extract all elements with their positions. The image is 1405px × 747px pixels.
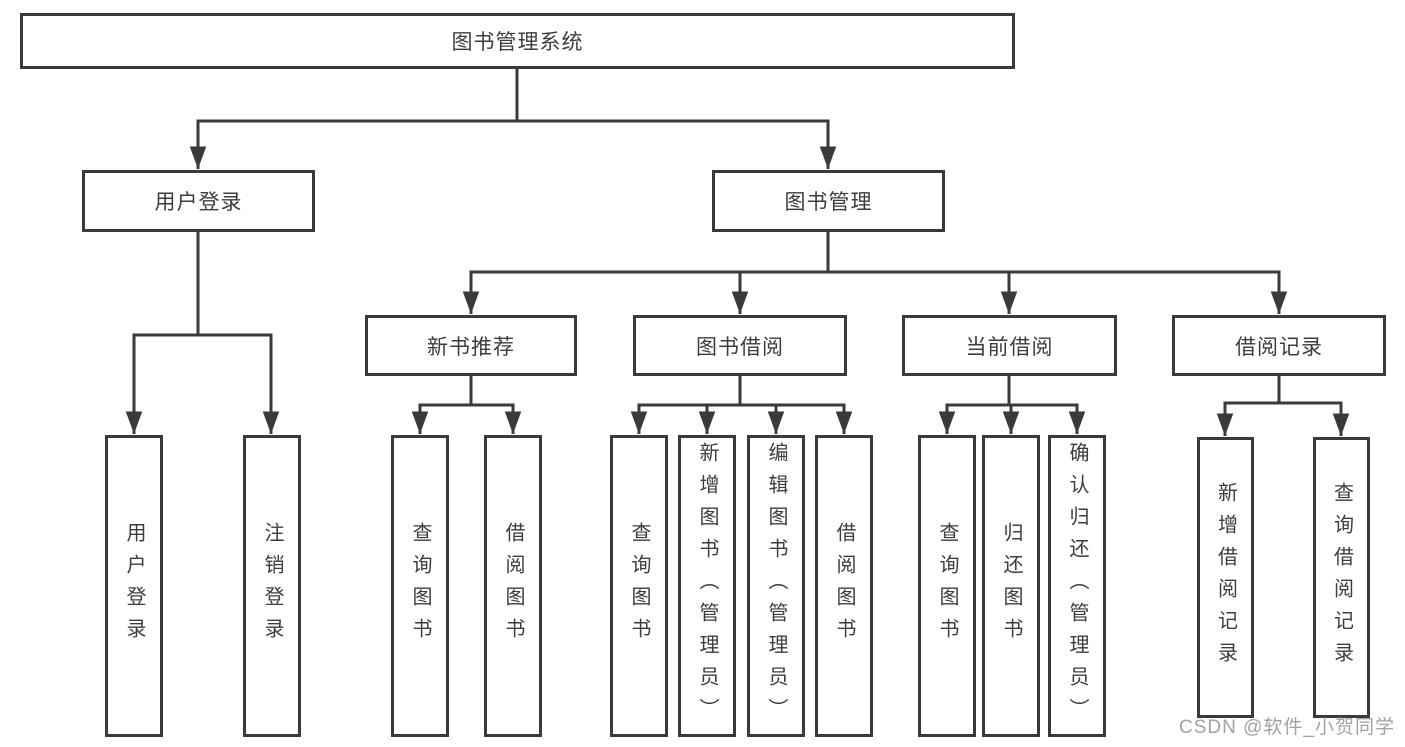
leaf-query-borrow-record: 查询借阅记录 [1313,437,1370,718]
csdn-watermark: CSDN @软件_小贺同学 [1179,717,1395,738]
leaf-return-books: 归还图书 [982,435,1040,737]
leaf-query-books-recommend: 查询图书 [391,435,449,737]
leaf-borrow-books-recommend: 借阅图书 [484,435,542,737]
node-book-management: 图书管理 [712,170,945,232]
node-book-borrowing: 图书借阅 [633,315,847,376]
leaf-confirm-return-admin: 确认归还（管理员） [1048,435,1106,737]
leaf-add-books-admin: 新增图书（管理员） [678,435,736,737]
leaf-borrow-books: 借阅图书 [815,435,873,737]
leaf-query-books-borrowing: 查询图书 [610,435,668,737]
leaf-edit-books-admin: 编辑图书（管理员） [747,435,805,737]
leaf-user-login: 用户登录 [105,435,163,737]
leaf-query-books-current: 查询图书 [918,435,976,737]
node-user-login: 用户登录 [82,170,315,232]
node-new-book-recommendation: 新书推荐 [365,315,577,376]
node-borrowing-records: 借阅记录 [1172,315,1386,376]
node-current-borrowing: 当前借阅 [902,315,1117,376]
leaf-add-borrow-record: 新增借阅记录 [1197,437,1254,718]
node-library-management-system: 图书管理系统 [20,13,1015,69]
leaf-logout: 注销登录 [243,435,301,737]
